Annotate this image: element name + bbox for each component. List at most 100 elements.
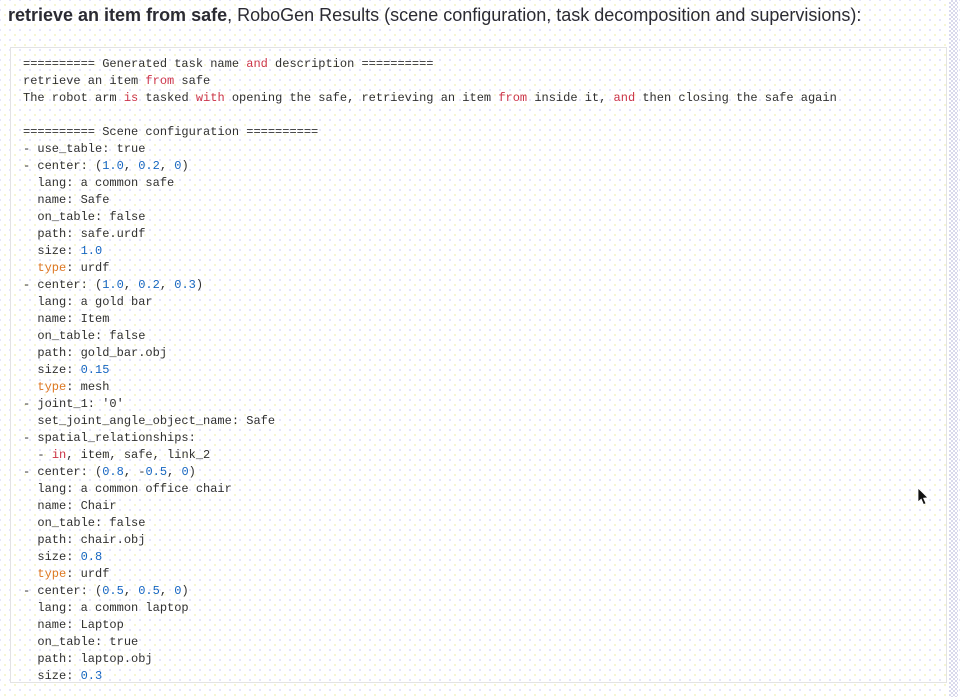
text-token: on_table: false xyxy=(23,210,146,224)
text-token: ) xyxy=(188,465,196,479)
text-token: safe xyxy=(174,74,211,88)
number-token: 0.3 xyxy=(174,278,196,292)
keyword-token: and xyxy=(613,91,636,105)
code-line: retrieve an item from safe xyxy=(23,73,934,90)
text-token: path: chair.obj xyxy=(23,533,146,547)
code-line: type: urdf xyxy=(23,260,934,277)
code-line: - use_table: true xyxy=(23,141,934,158)
code-line: set_joint_angle_object_name: Safe xyxy=(23,413,934,430)
number-token: 0 xyxy=(174,584,182,598)
text-token: ) xyxy=(181,159,189,173)
code-line: ========== Generated task name and descr… xyxy=(23,56,934,73)
code-line: name: Chair xyxy=(23,498,934,515)
text-token: : urdf xyxy=(66,261,110,275)
code-line: on_table: false xyxy=(23,209,934,226)
number-token: 1.0 xyxy=(102,159,124,173)
text-token: ) xyxy=(181,584,189,598)
text-token: : mesh xyxy=(66,380,110,394)
text-token: The robot arm xyxy=(23,91,124,105)
text-token: ) xyxy=(195,278,204,292)
text-token: - center: ( xyxy=(23,584,103,598)
text-token: , xyxy=(167,465,182,479)
text-token: - center: ( xyxy=(23,465,103,479)
code-line: path: laptop.obj xyxy=(23,651,934,668)
code-line: The robot arm is tasked with opening the… xyxy=(23,90,934,107)
text-token: : urdf xyxy=(66,567,110,581)
number-token: 1.0 xyxy=(102,278,124,292)
builtin-token: type xyxy=(37,261,67,275)
text-token: name: Safe xyxy=(23,193,110,207)
number-token: 1.0 xyxy=(80,244,103,258)
keyword-token: and xyxy=(246,57,268,71)
text-token: on_table: true xyxy=(23,635,139,649)
keyword-token: in xyxy=(51,448,67,462)
code-line: - center: (0.5, 0.5, 0) xyxy=(23,583,934,600)
text-token: size: xyxy=(23,550,81,564)
code-line: - joint_1: '0' xyxy=(23,396,934,413)
code-line xyxy=(23,107,934,124)
code-line: lang: a common safe xyxy=(23,175,934,192)
number-token: 0.8 xyxy=(80,550,103,564)
text-token: name: Laptop xyxy=(23,618,124,632)
text-token: set_joint_angle_object_name: Safe xyxy=(23,414,276,428)
vertical-scrollbar[interactable] xyxy=(949,0,958,697)
text-token: , xyxy=(123,159,139,173)
text-token: name: Chair xyxy=(23,499,117,513)
number-token: 0.15 xyxy=(80,363,110,377)
text-token: path: gold_bar.obj xyxy=(23,346,168,360)
number-token: 0.8 xyxy=(102,465,124,479)
text-token: on_table: false xyxy=(23,516,146,530)
text-token: lang: a common laptop xyxy=(23,601,189,615)
code-line: on_table: false xyxy=(23,328,934,345)
text-token: opening the safe, retrieving an item xyxy=(224,91,499,105)
text-token: , xyxy=(159,584,175,598)
number-token: 0.5 xyxy=(145,465,168,479)
text-token: lang: a gold bar xyxy=(23,295,153,309)
code-line: name: Item xyxy=(23,311,934,328)
code-line: type: urdf xyxy=(23,566,934,583)
code-line: path: gold_bar.obj xyxy=(23,345,934,362)
code-line: size: 0.3 xyxy=(23,668,934,683)
code-block: ========== Generated task name and descr… xyxy=(10,47,947,683)
text-token: - center: ( xyxy=(23,278,103,292)
text-token xyxy=(23,261,37,275)
text-token: path: safe.urdf xyxy=(23,227,146,241)
code-line: on_table: true xyxy=(23,634,934,651)
number-token: 0.5 xyxy=(138,584,160,598)
text-token: - xyxy=(23,448,52,462)
text-token: - spatial_relationships: xyxy=(23,431,196,445)
text-token: - center: ( xyxy=(23,159,103,173)
text-token: size: xyxy=(23,363,81,377)
text-token: retrieve an item xyxy=(23,74,146,88)
text-token: then closing the safe again xyxy=(635,91,837,105)
text-token: , - xyxy=(123,465,146,479)
text-token: , item, safe, link_2 xyxy=(66,448,211,462)
keyword-token: with xyxy=(195,91,225,105)
text-token: - joint_1: '0' xyxy=(23,397,124,411)
number-token: 0.2 xyxy=(138,278,160,292)
text-token: , xyxy=(159,278,175,292)
keyword-token: from xyxy=(145,74,175,88)
code-line: lang: a common office chair xyxy=(23,481,934,498)
code-line: lang: a common laptop xyxy=(23,600,934,617)
number-token: 0 xyxy=(181,465,189,479)
builtin-token: type xyxy=(37,380,67,394)
text-token: on_table: false xyxy=(23,329,146,343)
keyword-token: is xyxy=(123,91,139,105)
code-line: path: safe.urdf xyxy=(23,226,934,243)
code-line: size: 0.8 xyxy=(23,549,934,566)
code-line: - center: (1.0, 0.2, 0) xyxy=(23,158,934,175)
text-token: path: laptop.obj xyxy=(23,652,153,666)
text-token: - use_table: true xyxy=(23,142,146,156)
code-line: - center: (0.8, -0.5, 0) xyxy=(23,464,934,481)
code-line: on_table: false xyxy=(23,515,934,532)
builtin-token: type xyxy=(37,567,67,581)
code-line: type: mesh xyxy=(23,379,934,396)
code-line: size: 0.15 xyxy=(23,362,934,379)
text-token: size: xyxy=(23,669,81,683)
code-line: name: Laptop xyxy=(23,617,934,634)
page-title: retrieve an item from safe, RoboGen Resu… xyxy=(8,3,950,27)
number-token: 0.2 xyxy=(138,159,160,173)
text-token: ========== Generated task name xyxy=(23,57,247,71)
